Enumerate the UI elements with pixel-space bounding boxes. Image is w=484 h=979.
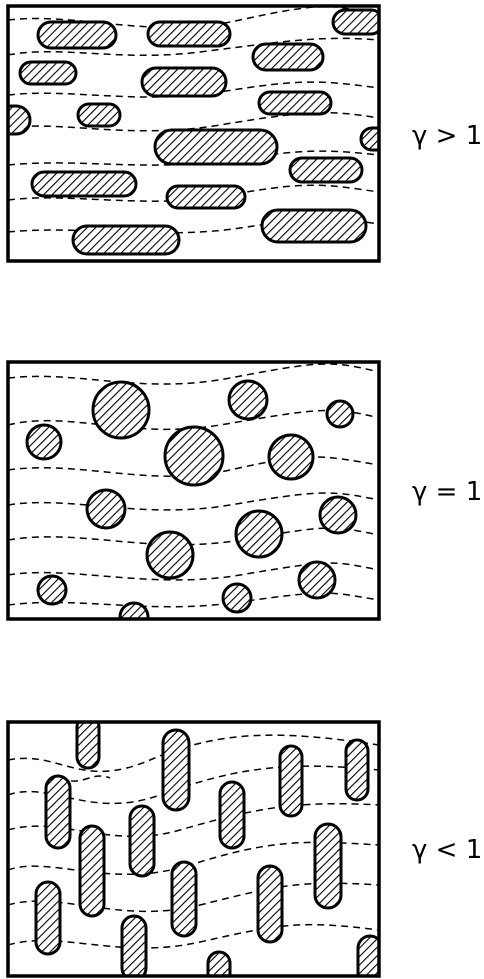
panel-1-frame — [6, 4, 381, 263]
panel-1-contents — [8, 6, 379, 256]
panel-2-contents — [8, 363, 379, 619]
panel-3-label: γ < 1 — [412, 835, 482, 865]
panel-gamma-equal: γ = 1 — [6, 360, 482, 621]
panel-2-frame — [6, 360, 381, 621]
particles — [8, 8, 379, 256]
particles — [34, 722, 379, 976]
panel-3-contents — [8, 722, 379, 976]
panel-gamma-less: γ < 1 — [6, 720, 482, 978]
panel-1-label: γ > 1 — [412, 121, 482, 151]
panel-3-frame — [6, 720, 381, 978]
particles — [25, 379, 358, 619]
panel-gamma-greater: γ > 1 — [6, 4, 482, 263]
panel-2-label: γ = 1 — [412, 477, 482, 507]
